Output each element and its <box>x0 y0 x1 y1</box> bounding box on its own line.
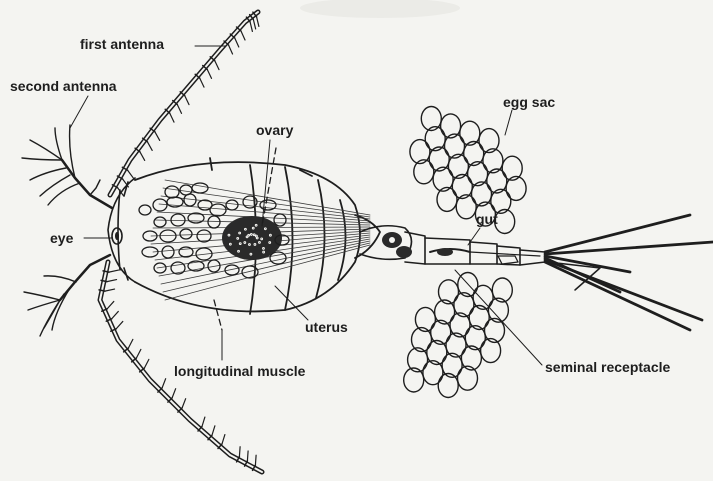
antenna-seta <box>255 455 256 465</box>
antenna-seta <box>239 447 240 457</box>
antenna-seta <box>247 451 248 461</box>
label-first-antenna: first antenna <box>80 36 164 52</box>
label-egg-sac: egg sac <box>503 94 555 110</box>
label-eye: eye <box>50 230 73 246</box>
label-ovary: ovary <box>256 122 293 138</box>
label-second-antenna: second antenna <box>10 78 117 94</box>
label-longitudinal-muscle: longitudinal muscle <box>174 363 305 379</box>
label-seminal-receptacle: seminal receptacle <box>545 359 670 375</box>
label-gut: gut <box>476 211 498 227</box>
label-uterus: uterus <box>305 319 348 335</box>
